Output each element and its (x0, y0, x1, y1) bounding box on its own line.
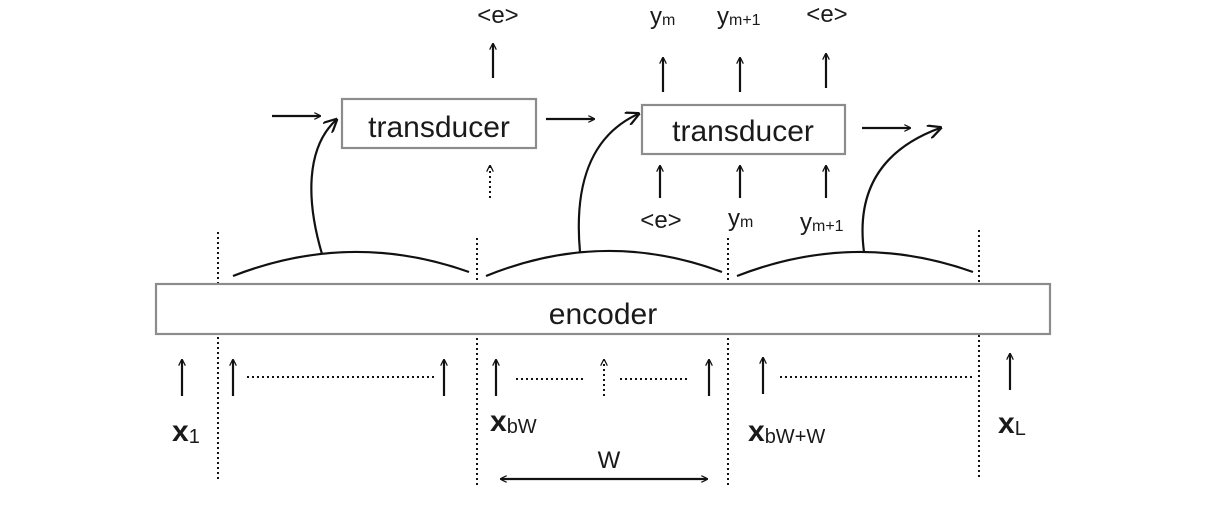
window-label: W (598, 447, 621, 474)
input-labels: x1 xbW xbW+W xL (172, 405, 1026, 448)
input-label-xbW: xbW (490, 405, 537, 438)
state-arrows (272, 116, 910, 128)
block2-output-label-3: <e> (806, 1, 847, 28)
block2-input-label-3: ym+1 (800, 209, 844, 236)
transducer-1-label: transducer (368, 111, 510, 144)
encoder-label: encoder (549, 298, 657, 331)
block2-input-label-1: <e> (640, 207, 681, 234)
block-arc-3 (736, 250, 974, 278)
transducer-1-io: <e> (477, 2, 519, 198)
block1-output-label: <e> (477, 2, 518, 29)
block2-output-label-2: ym+1 (717, 3, 761, 30)
transducer-1: transducer (340, 97, 538, 150)
block2-input-label-2: ym (728, 205, 753, 232)
transducer-2-label: transducer (672, 115, 814, 148)
transducer-2-outputs: ym ym+1 <e> (650, 1, 848, 92)
curve-arrow-1 (310, 120, 336, 255)
block2-output-label-1: ym (650, 3, 675, 30)
input-label-xL: xL (998, 407, 1026, 440)
transducer-1-box (340, 97, 538, 150)
encoder-box (154, 282, 1052, 336)
transducer-2-inputs: <e> ym ym+1 (640, 166, 844, 236)
transducer-2-box (640, 103, 847, 156)
block-arc-2 (485, 249, 723, 278)
block-boundaries (217, 230, 980, 488)
transducer-2: transducer (640, 103, 847, 156)
block-arc-1 (232, 250, 470, 278)
encoder-to-transducer-arrows (310, 114, 940, 255)
input-span-dots (247, 376, 972, 380)
curve-arrow-3 (861, 128, 940, 253)
input-label-x1: x1 (172, 415, 200, 448)
input-label-xbWW: xbW+W (748, 415, 825, 448)
block-arcs (232, 249, 974, 278)
window-width: W (501, 447, 707, 479)
encoder-input-arrows (182, 354, 1010, 396)
encoder: encoder (154, 282, 1052, 336)
curve-arrow-2 (577, 114, 638, 253)
